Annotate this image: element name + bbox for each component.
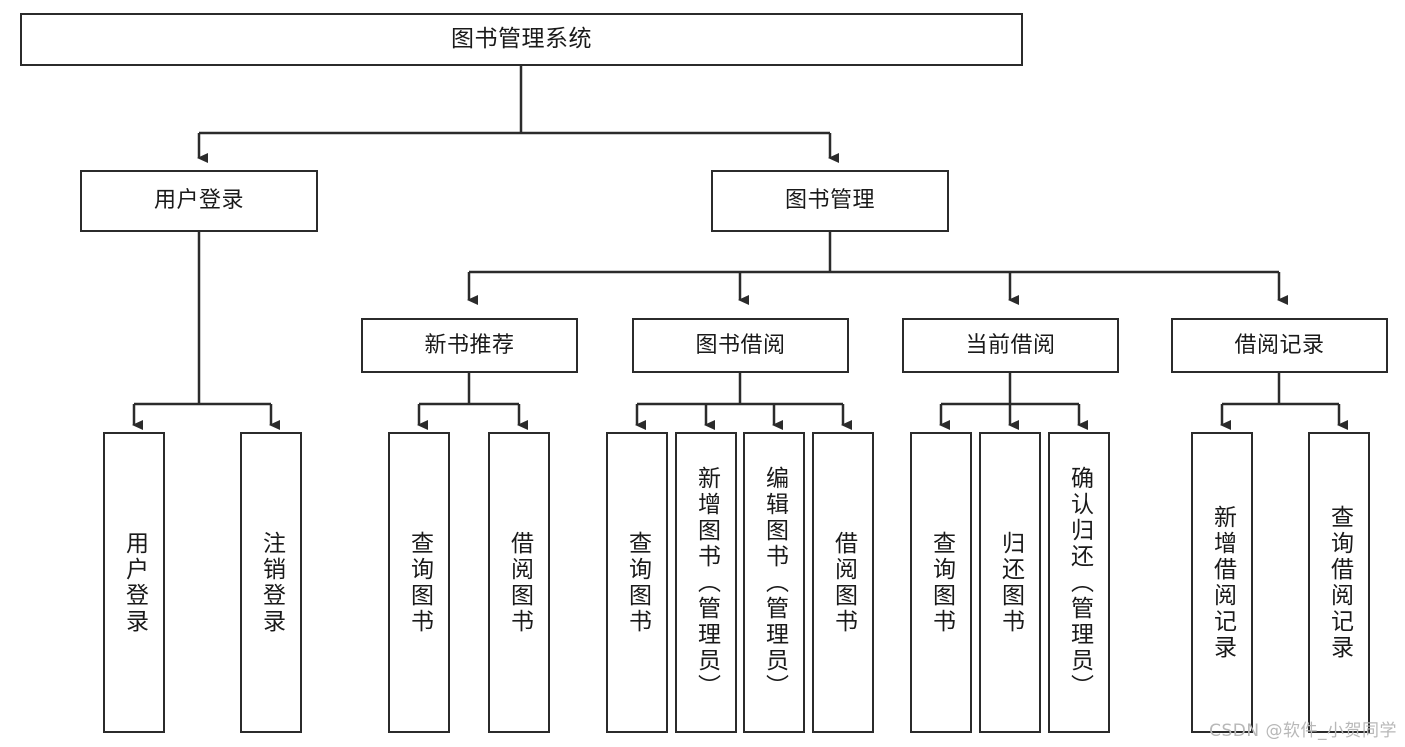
node-label: 用户登录 [121,530,148,635]
leaf-return-book[interactable]: 归还图书 [979,432,1041,733]
node-book-management[interactable]: 图书管理 [711,170,949,232]
node-label: 归还图书 [997,530,1024,635]
node-book-borrow[interactable]: 图书借阅 [632,318,849,373]
node-user-login[interactable]: 用户登录 [80,170,318,232]
node-borrow-record[interactable]: 借阅记录 [1171,318,1388,373]
node-label: 查询借阅记录 [1326,504,1353,661]
leaf-borrow-book-borrow[interactable]: 借阅图书 [812,432,874,733]
node-label: 确认归还（管理员） [1066,465,1093,700]
csdn-watermark: CSDN @软件_小贺同学 [1209,721,1397,741]
node-label: 查询图书 [406,530,433,635]
leaf-query-book-borrow[interactable]: 查询图书 [606,432,668,733]
leaf-query-book-recommend[interactable]: 查询图书 [388,432,450,733]
leaf-confirm-return-admin[interactable]: 确认归还（管理员） [1048,432,1110,733]
leaf-add-book-admin[interactable]: 新增图书（管理员） [675,432,737,733]
leaf-user-login[interactable]: 用户登录 [103,432,165,733]
node-label: 注销登录 [258,530,285,635]
node-label: 编辑图书（管理员） [761,465,788,700]
leaf-borrow-book-recommend[interactable]: 借阅图书 [488,432,550,733]
node-label: 图书管理 [784,188,875,214]
node-label: 新增借阅记录 [1209,504,1236,661]
leaf-edit-book-admin[interactable]: 编辑图书（管理员） [743,432,805,733]
leaf-add-borrow-record[interactable]: 新增借阅记录 [1191,432,1253,733]
node-label: 借阅图书 [830,530,857,635]
node-label: 图书管理系统 [451,25,592,52]
node-label: 新书推荐 [424,332,515,358]
leaf-query-borrow-record[interactable]: 查询借阅记录 [1308,432,1370,733]
leaf-query-book-current[interactable]: 查询图书 [910,432,972,733]
node-label: 查询图书 [624,530,651,635]
node-label: 查询图书 [928,530,955,635]
node-label: 图书借阅 [695,332,786,358]
node-label: 新增图书（管理员） [693,465,720,700]
node-label: 用户登录 [153,188,244,214]
node-new-book-recommend[interactable]: 新书推荐 [361,318,578,373]
node-label: 当前借阅 [965,332,1056,358]
node-current-borrow[interactable]: 当前借阅 [902,318,1119,373]
node-root-system[interactable]: 图书管理系统 [20,13,1023,66]
leaf-logout-login[interactable]: 注销登录 [240,432,302,733]
node-label: 借阅图书 [506,530,533,635]
node-label: 借阅记录 [1234,332,1325,358]
